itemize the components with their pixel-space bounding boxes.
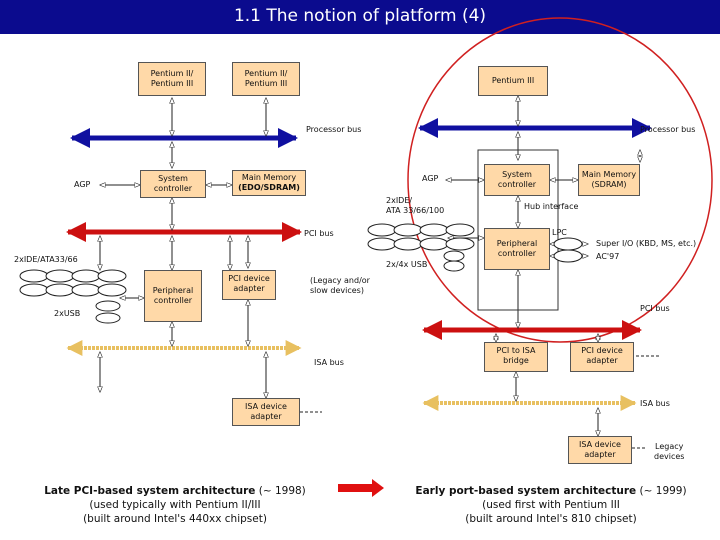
right-isa-device-adapter: ISA device adapter bbox=[568, 436, 632, 464]
left-pci-bus-label: PCI bus bbox=[304, 229, 334, 238]
right-cpu: Pentium III bbox=[478, 66, 548, 96]
right-pci-device-adapter: PCI device adapter bbox=[570, 342, 634, 372]
left-ide-right-label: 2xIDE/ ATA 33/66/100 bbox=[386, 196, 445, 215]
transition-arrow bbox=[338, 479, 384, 497]
left-cpu-2: Pentium II/ Pentium III bbox=[232, 62, 300, 96]
left-usb-devices bbox=[95, 300, 121, 324]
right-connectors bbox=[496, 96, 640, 436]
super-io-devices bbox=[553, 237, 583, 263]
left-isa-bus-label: ISA bus bbox=[314, 358, 344, 367]
right-isa-bus-label: ISA bus bbox=[640, 399, 670, 408]
right-main-memory: Main Memory (SDRAM) bbox=[578, 164, 640, 196]
left-cpu-1: Pentium II/ Pentium III bbox=[138, 62, 206, 96]
left-ide-label: 2xIDE/ATA33/66 bbox=[14, 255, 78, 264]
right-caption-title: Early port-based system architecture bbox=[415, 485, 637, 497]
left-pci-device-adapter: PCI device adapter bbox=[222, 270, 276, 300]
left-main-memory-type: (EDO/SDRAM) bbox=[238, 183, 300, 192]
left-connectors bbox=[100, 98, 266, 398]
chipset-outline bbox=[477, 149, 559, 311]
pci-to-isa-bridge: PCI to ISA bridge bbox=[484, 342, 548, 372]
right-peripheral-controller: Peripheral controller bbox=[484, 228, 550, 270]
super-io-label: Super I/O (KBD, MS, etc.) bbox=[596, 239, 697, 248]
title-bar: 1.1 The notion of platform (4) bbox=[0, 0, 720, 34]
right-agp-label: AGP bbox=[422, 174, 439, 183]
right-processor-bus-label: Processor bus bbox=[640, 125, 696, 134]
usb-right-label: 2x/4x USB bbox=[386, 260, 428, 269]
highlight-ellipse bbox=[407, 17, 713, 343]
right-pci-bus-label: PCI bus bbox=[640, 304, 670, 313]
right-caption-year: (~ 1999) bbox=[636, 485, 687, 497]
dashed-leaders bbox=[300, 355, 660, 449]
left-processor-bus-label: Processor bus bbox=[306, 125, 362, 134]
right-usb-devices bbox=[443, 250, 465, 272]
right-caption: Early port-based system architecture (~ … bbox=[384, 484, 718, 526]
left-caption: Late PCI-based system architecture (~ 19… bbox=[10, 484, 340, 526]
right-system-controller: System controller bbox=[484, 164, 550, 196]
hub-interface-label: Hub interface bbox=[524, 202, 579, 211]
left-usb-label: 2xUSB bbox=[54, 309, 81, 318]
right-caption-line3: (built around Intel's 810 chipset) bbox=[465, 513, 637, 525]
left-caption-line3: (built around Intel's 440xx chipset) bbox=[83, 513, 267, 525]
left-isa-device-adapter: ISA device adapter bbox=[232, 398, 300, 426]
lpc-label: LPC bbox=[552, 228, 567, 237]
left-caption-line2: (used typically with Pentium II/III bbox=[89, 499, 261, 511]
slide-title: 1.1 The notion of platform (4) bbox=[233, 6, 487, 26]
left-caption-year: (~ 1998) bbox=[255, 485, 306, 497]
left-main-memory-label: Main Memory bbox=[241, 173, 297, 182]
right-ide-devices bbox=[367, 223, 475, 251]
left-ide-devices bbox=[19, 269, 127, 297]
left-h-connectors bbox=[100, 185, 232, 298]
left-caption-title: Late PCI-based system architecture bbox=[44, 485, 256, 497]
right-caption-line2: (used first with Pentium III bbox=[482, 499, 620, 511]
left-agp-label: AGP bbox=[74, 180, 91, 189]
left-peripheral-controller: Peripheral controller bbox=[144, 270, 202, 322]
legacy-slow-label: (Legacy and/or slow devices) bbox=[310, 276, 370, 295]
legacy-devices-label: Legacy devices bbox=[654, 442, 685, 461]
ac97-label: AC'97 bbox=[596, 252, 620, 261]
left-system-controller: System controller bbox=[140, 170, 206, 198]
left-main-memory: Main Memory (EDO/SDRAM) bbox=[232, 170, 306, 196]
